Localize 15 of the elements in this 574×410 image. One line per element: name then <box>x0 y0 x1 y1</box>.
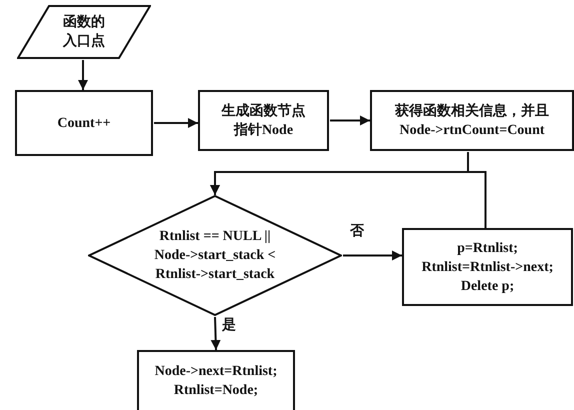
edge-label: 否 <box>349 224 365 240</box>
input-parallelogram: 函数的入口点 <box>17 5 151 59</box>
arrow <box>330 116 370 126</box>
process-box: p=Rtnlist; Rtnlist=Rtnlist->next; Delete p; <box>402 228 573 306</box>
arrow <box>210 171 486 228</box>
edge-label: 是 <box>221 318 237 334</box>
arrow <box>210 316 221 350</box>
process-box: Count++ <box>15 90 153 156</box>
arrow <box>78 60 88 90</box>
process-box: 生成函数节点指针Node <box>198 90 329 151</box>
process-box: Node->next=Rtnlist; Rtnlist=Node; <box>137 350 295 410</box>
arrow <box>154 118 198 128</box>
process-box: 获得函数相关信息，并且Node->rtnCount=Count <box>370 90 574 151</box>
decision-diamond: Rtnlist == NULL || Node->start_stack < Rtnlist->start_stack <box>88 195 342 316</box>
arrow <box>343 250 402 260</box>
